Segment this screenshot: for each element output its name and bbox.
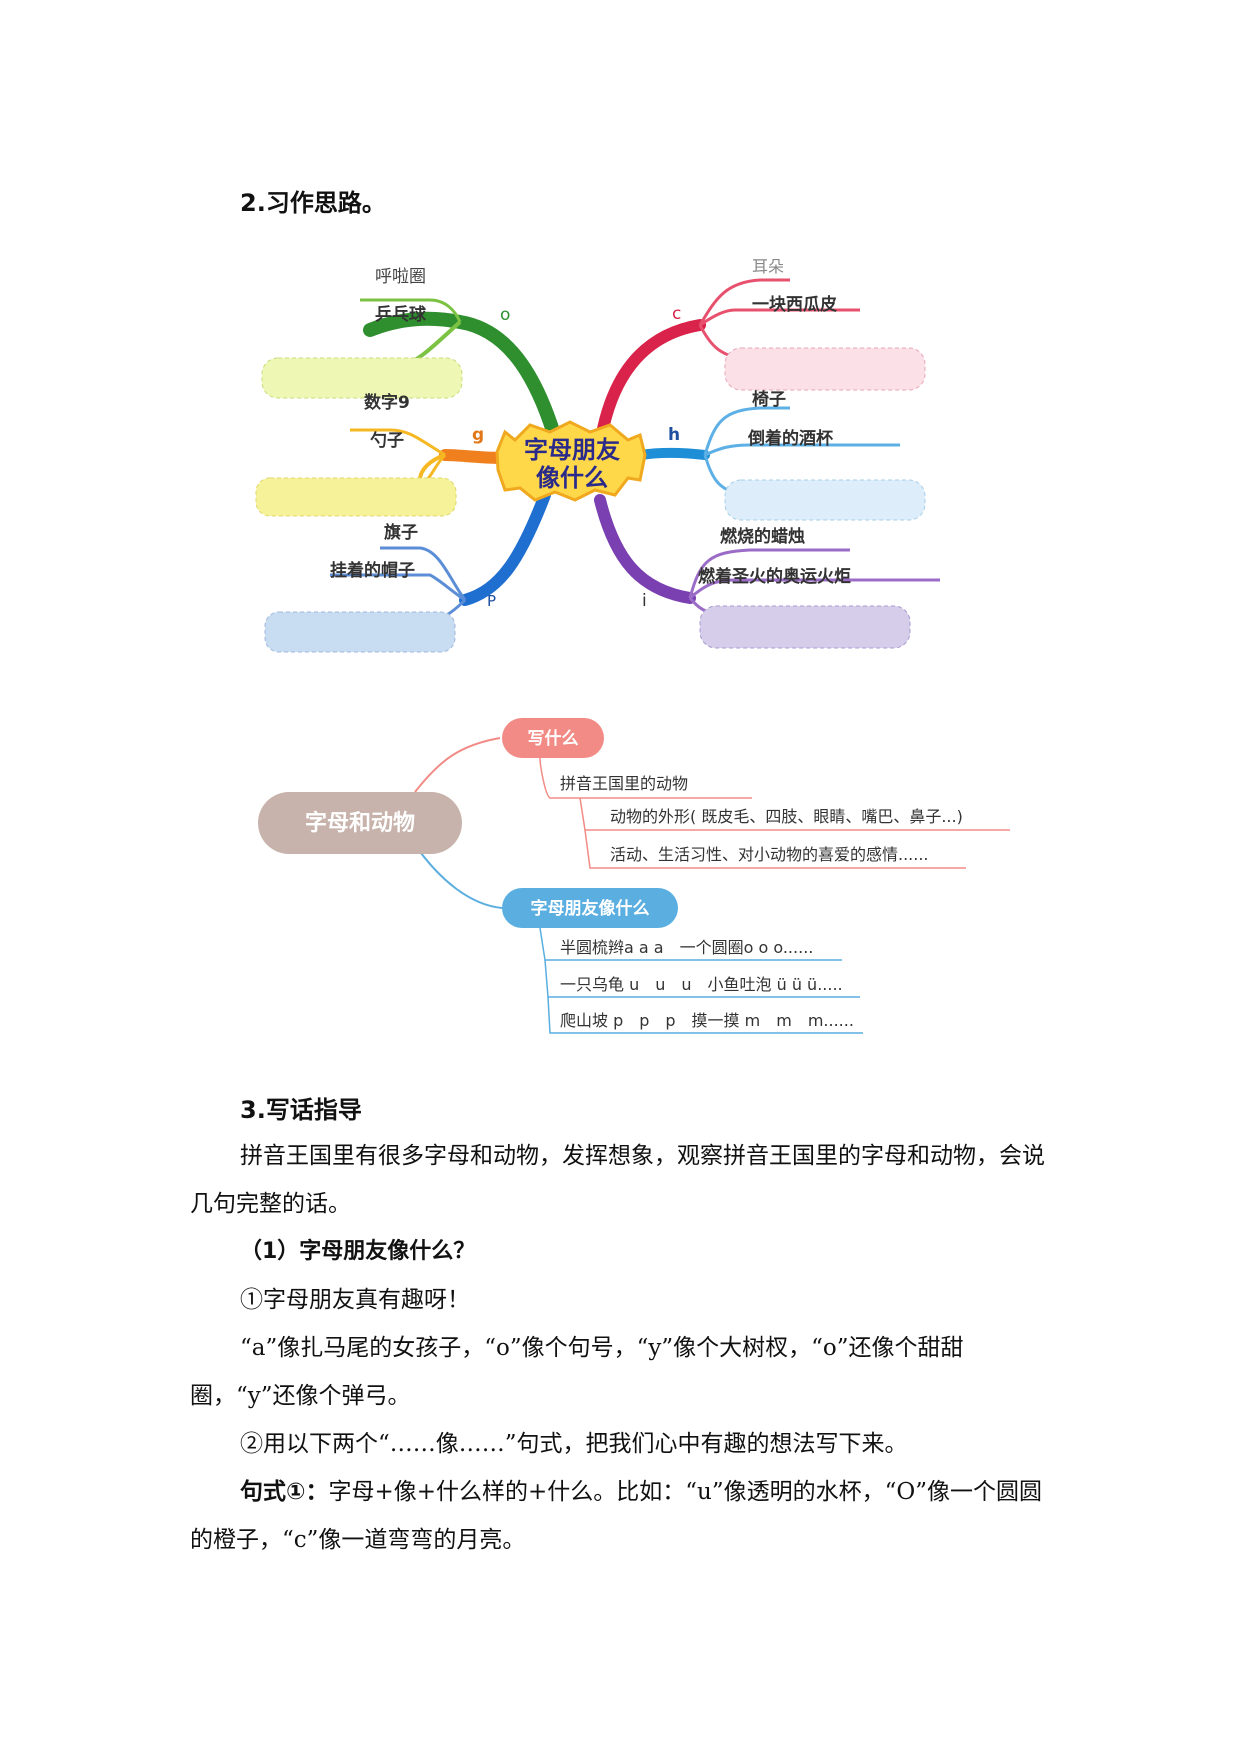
like-item-3: 爬山坡 p p p 摸一摸 m m m...... xyxy=(560,1011,854,1030)
branch-p-letter: P xyxy=(487,592,496,610)
branch-h: h 椅子 倒着的酒杯 xyxy=(635,389,926,521)
point-2: ②用以下两个“……像……”句式，把我们心中有趣的想法写下来。 xyxy=(240,1431,908,1457)
branch-i: i 燃烧的蜡烛 燃着圣火的奥运火炬 xyxy=(594,494,940,649)
what-node-label: 写什么 xyxy=(528,728,579,749)
branch-h-item-1: 椅子 xyxy=(752,389,786,410)
like-item-2: 一只乌龟 u u u 小鱼吐泡 ü ü ü..... xyxy=(560,975,843,994)
section-2-title: 2.习作思路。 xyxy=(240,189,386,217)
subsection-1-title: （1）字母朋友像什么？ xyxy=(240,1239,476,1264)
branch-c-item-2: 一块西瓜皮 xyxy=(752,294,837,315)
what-node xyxy=(502,718,604,758)
branch-g-letter: g xyxy=(472,425,484,445)
mindmap1-center: 字母朋友 像什么 xyxy=(495,420,647,502)
branch-o-item-1: 呼啦圈 xyxy=(375,267,426,287)
intro-paragraph: 拼音王国里有很多字母和动物，发挥想象，观察拼音王国里的字母和动物，会说几句完整的… xyxy=(190,1143,1045,1217)
what-item-1: 动物的外形( 既皮毛、四肢、眼睛、嘴巴、鼻子...) xyxy=(610,807,963,826)
branch-g: g 数字9 勺子 xyxy=(255,392,511,517)
branch-c-letter: c xyxy=(672,304,681,324)
branch-o-letter: o xyxy=(500,305,510,325)
pattern-1-label: 句式①： xyxy=(240,1479,329,1505)
branch-g-item-2: 勺子 xyxy=(370,430,404,451)
root-node xyxy=(258,792,462,854)
animal-mindmap: 写什么 拼音王国里的动物 动物的外形( 既皮毛、四肢、眼睛、嘴巴、鼻子...) … xyxy=(258,718,1010,1034)
branch-c: c 耳朵 一块西瓜皮 xyxy=(594,257,926,451)
branch-h-letter: h xyxy=(668,425,680,445)
branch-c-item-1: 耳朵 xyxy=(752,257,784,276)
branch-i-item-2: 燃着圣火的奥运火炬 xyxy=(698,566,851,587)
branch-i-item-1: 燃烧的蜡烛 xyxy=(720,526,805,547)
branch-o-item-2: 乒乓球 xyxy=(375,304,427,325)
example-paragraph: “a”像扎马尾的女孩子，“o”像个句号，“y”像个大树杈，“o”还像个甜甜圈，“… xyxy=(190,1335,964,1409)
pattern-1-paragraph: 句式①：字母+像+什么样的+什么。比如：“u”像透明的水杯，“O”像一个圆圆的橙… xyxy=(190,1468,1060,1564)
branch-o: o 呼啦圈 乒乓球 xyxy=(261,267,567,462)
branch-p-item-2: 挂着的帽子 xyxy=(330,560,415,581)
letter-mindmap: o 呼啦圈 乒乓球 g 数字9 勺子 P 旗子 挂着的帽子 c 耳朵 一块西瓜皮 xyxy=(255,257,940,653)
section-3-title: 3.写话指导 xyxy=(240,1096,362,1124)
branch-p: P 旗子 挂着的帽子 xyxy=(264,489,551,653)
like-item-1: 半圆梳辫a a a 一个圆圈o o o...... xyxy=(560,938,813,957)
root-label: 字母和动物 xyxy=(305,810,415,836)
like-node xyxy=(502,888,678,928)
center-line-2: 像什么 xyxy=(536,464,608,492)
like-node-label: 字母朋友像什么 xyxy=(531,898,650,919)
branch-h-item-2: 倒着的酒杯 xyxy=(747,428,833,449)
what-sub: 拼音王国里的动物 xyxy=(560,774,688,793)
branch-g-item-1: 数字9 xyxy=(364,392,410,413)
pattern-1-text: 字母+像+什么样的+什么。比如：“u”像透明的水杯，“O”像一个圆圆的橙子，“c… xyxy=(190,1479,1043,1553)
what-item-2: 活动、生活习性、对小动物的喜爱的感情...... xyxy=(610,845,929,864)
branch-p-item-1: 旗子 xyxy=(384,522,418,543)
branch-i-letter: i xyxy=(642,591,647,611)
point-1: ①字母朋友真有趣呀！ xyxy=(240,1287,470,1313)
center-line-1: 字母朋友 xyxy=(524,436,620,464)
